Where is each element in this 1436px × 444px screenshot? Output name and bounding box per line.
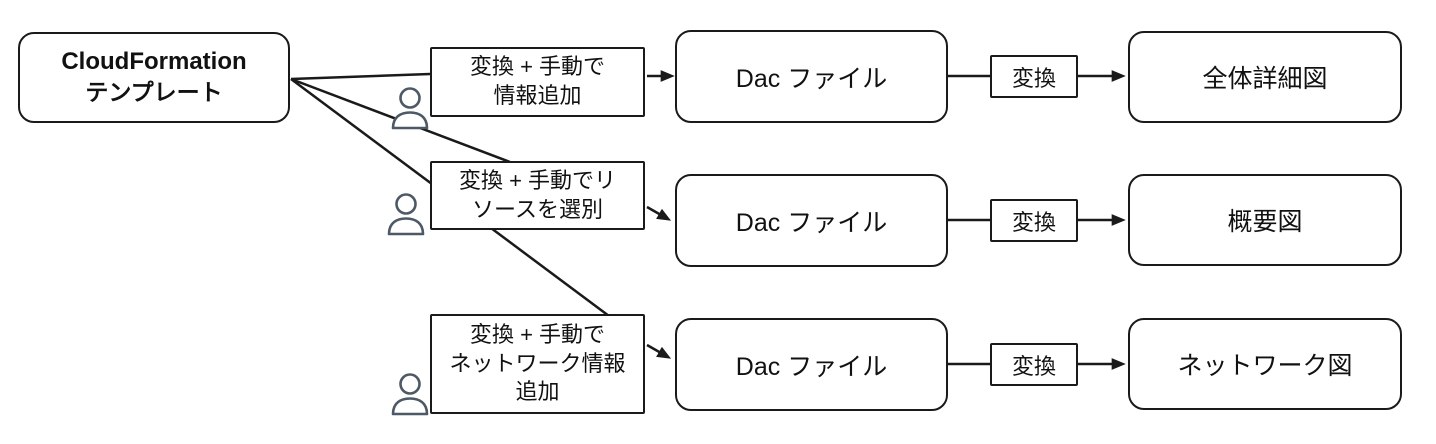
process-row3-line2: ネットワーク情報 [449,350,626,376]
process-row1-line2: 情報追加 [493,83,582,108]
output-box-network-diagram: ネットワーク図 [1128,318,1402,410]
process-box-row3: 変換 + 手動で ネットワーク情報 追加 [430,314,645,414]
dac-file-label-row1: Dac ファイル [735,64,888,93]
transform-label-row2: 変換 [1011,209,1056,235]
arrow-process-to-dac-row3 [646,343,672,359]
process-box-row1: 変換 + 手動で 情報追加 [430,47,645,117]
output-box-overview-diagram: 概要図 [1128,174,1402,266]
transform-label-row3: 変換 [1011,353,1056,379]
transform-box-row3: 変換 [990,343,1078,386]
source-label-line1: CloudFormation [61,48,247,76]
person-icon-row1 [391,87,429,130]
dac-file-label-row3: Dac ファイル [735,352,888,381]
dac-file-box-row1: Dac ファイル [675,30,948,123]
process-row3-line1: 変換 + 手動で [469,322,606,348]
source-label-line2: テンプレート [85,79,223,106]
output-label-row1: 全体詳細図 [1202,65,1328,93]
output-box-detailed-diagram: 全体詳細図 [1128,31,1402,123]
output-label-row3: ネットワーク図 [1177,352,1353,380]
arrow-process-to-dac-row2 [646,205,672,221]
transform-label-row1: 変換 [1011,65,1056,91]
output-label-row2: 概要図 [1227,208,1303,236]
node-cloudformation-template: CloudFormation テンプレート [18,32,290,123]
person-icon-row3 [391,373,429,416]
dac-file-label-row2: Dac ファイル [735,208,888,237]
transform-box-row2: 変換 [990,199,1078,242]
transform-box-row1: 変換 [990,55,1078,98]
process-row2-line1: 変換 + 手動でリ [458,167,617,193]
dac-file-box-row2: Dac ファイル [675,174,948,267]
person-icon-row2 [387,193,425,236]
fan-line-row1 [290,72,431,81]
process-box-row2: 変換 + 手動でリ ソースを選別 [430,161,645,230]
dac-file-box-row3: Dac ファイル [675,318,948,411]
process-row2-line2: ソースを選別 [472,196,603,222]
process-row1-line1: 変換 + 手動で [469,54,606,80]
process-row3-line3: 追加 [515,379,560,405]
